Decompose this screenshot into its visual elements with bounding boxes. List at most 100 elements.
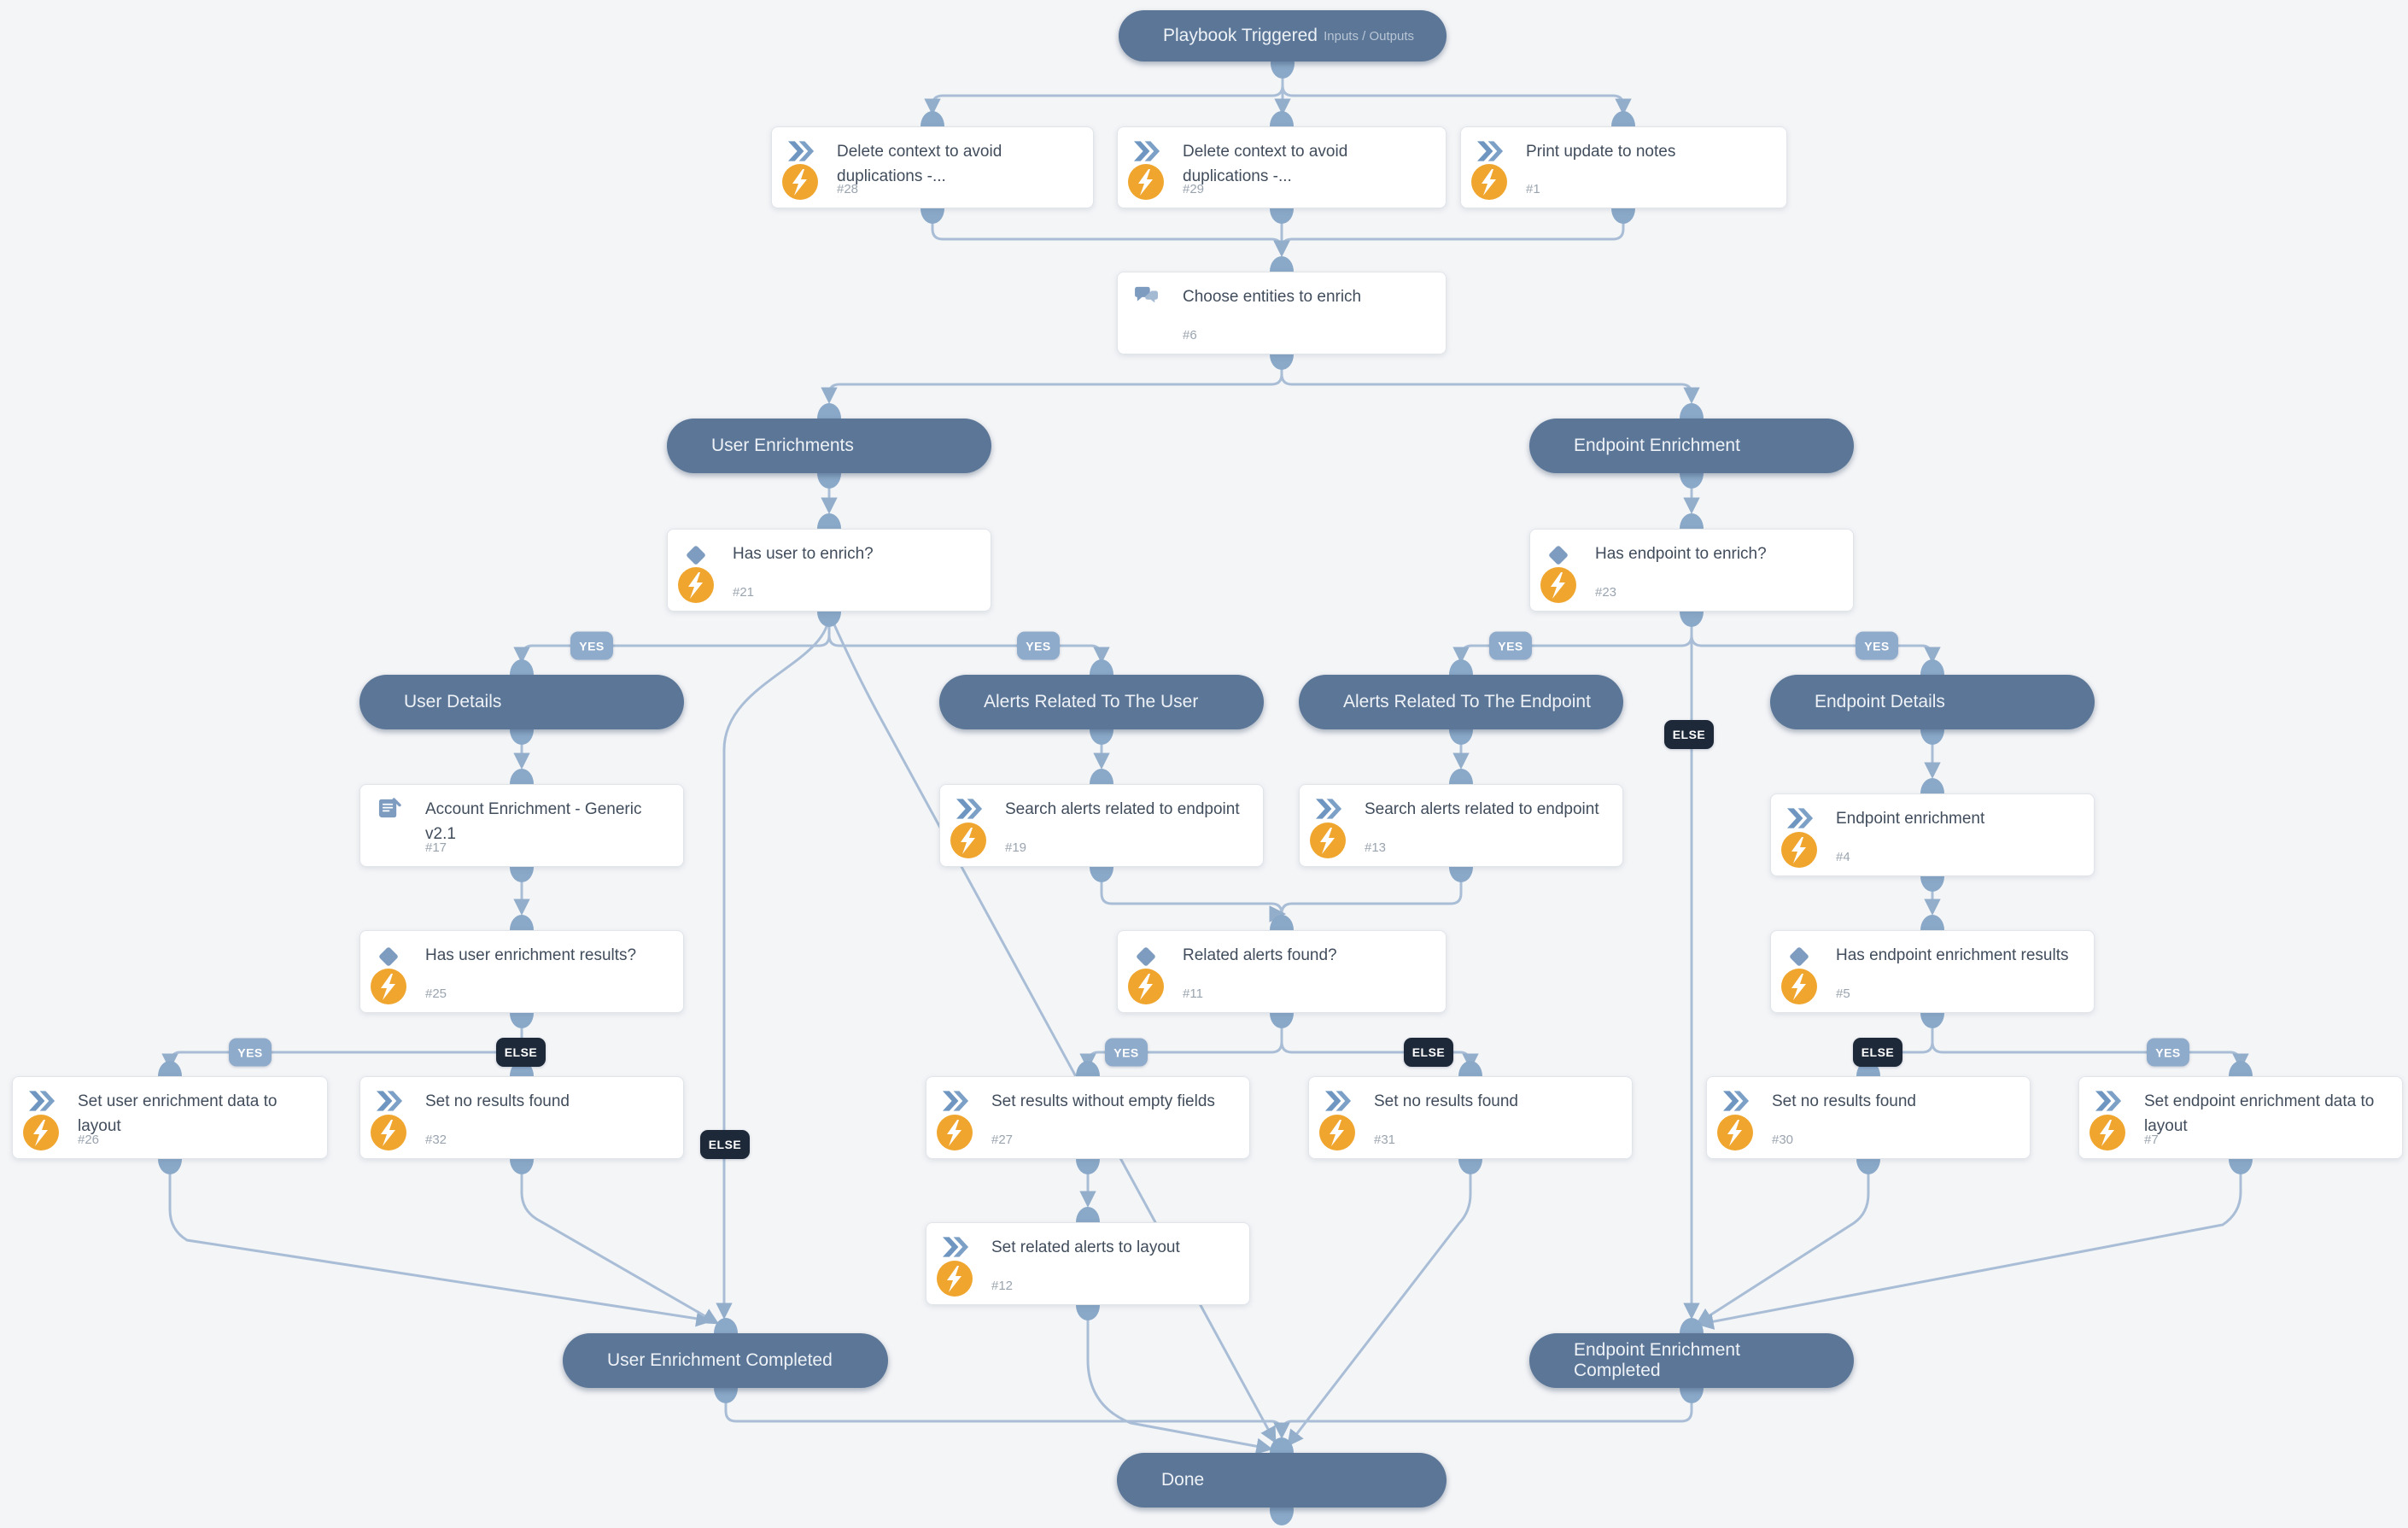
task-26[interactable]: Set user enrichment data to layout#26: [12, 1076, 328, 1159]
section-user-details[interactable]: User Details: [359, 675, 684, 729]
quiet-mode-bolt-icon: [1781, 832, 1817, 868]
task-28[interactable]: Delete context to avoid duplications -..…: [771, 126, 1094, 208]
task-id: #5: [1836, 986, 1850, 1001]
quiet-mode-bolt-icon: [950, 823, 986, 858]
task-12[interactable]: Set related alerts to layout #12: [926, 1222, 1250, 1305]
task-title: Set related alerts to layout: [991, 1238, 1180, 1256]
task-title: Has endpoint enrichment results: [1836, 946, 2069, 964]
task-title: Set no results found: [1374, 1092, 1518, 1110]
section-user-enrichment-completed[interactable]: User Enrichment Completed: [563, 1333, 888, 1388]
edge: [1280, 356, 1700, 404]
quiet-mode-bolt-icon: [1471, 164, 1507, 200]
quiet-mode-bolt-icon: [1319, 1115, 1355, 1150]
task-id: #32: [425, 1133, 447, 1147]
task-title: Print update to notes: [1526, 143, 1676, 161]
section-title: Endpoint Enrichment: [1574, 436, 1740, 455]
quiet-mode-bolt-icon: [1128, 969, 1164, 1004]
edge: [1452, 613, 1693, 664]
automation-icon: [1324, 1090, 1353, 1115]
edge: [1695, 1161, 1870, 1325]
condition-icon: [1133, 944, 1161, 969]
task-id: #17: [425, 840, 447, 855]
section-title: Done: [1161, 1470, 1205, 1490]
task-title: Search alerts related to endpoint: [1365, 800, 1599, 818]
edge: [161, 1015, 523, 1070]
condition-11[interactable]: Related alerts found?#11: [1117, 930, 1447, 1013]
section-title: Alerts Related To The User: [984, 692, 1199, 711]
task-30[interactable]: Set no results found#30: [1706, 1076, 2031, 1159]
task-id: #4: [1836, 850, 1850, 864]
inputs-outputs-link[interactable]: Inputs / Outputs: [1324, 28, 1414, 44]
section-user-enrichments[interactable]: User Enrichments: [667, 419, 991, 473]
automation-icon: [28, 1090, 56, 1115]
task-32[interactable]: Set no results found#32: [359, 1076, 684, 1159]
communication-icon: [1133, 285, 1161, 311]
section-alerts-related-to-the-endpoint[interactable]: Alerts Related To The Endpoint: [1299, 675, 1623, 729]
task-7[interactable]: Set endpoint enrichment data to layout#7: [2078, 1076, 2403, 1159]
edge: [1690, 613, 1941, 664]
condition-icon: [376, 944, 404, 969]
section-done[interactable]: Done: [1117, 1453, 1447, 1508]
section-title: Endpoint Enrichment Completed: [1574, 1340, 1740, 1380]
edge: [716, 612, 831, 1320]
task-4[interactable]: Endpoint enrichment#4: [1770, 793, 2095, 876]
task-19[interactable]: Search alerts related to endpoint#19: [939, 784, 1264, 867]
task-id: #26: [78, 1133, 100, 1147]
quiet-mode-bolt-icon: [371, 1115, 406, 1150]
task-29[interactable]: Delete context to avoid duplications -..…: [1117, 126, 1447, 208]
playbook-icon: [376, 798, 404, 823]
automation-icon: [1476, 140, 1505, 166]
task-6[interactable]: Choose entities to enrich#6: [1117, 272, 1447, 354]
edge: [724, 1390, 1290, 1439]
task-13[interactable]: Search alerts related to endpoint #13: [1299, 784, 1623, 867]
task-1[interactable]: Print update to notes#1: [1460, 126, 1787, 208]
section-alerts-related-to-the-user[interactable]: Alerts Related To The User: [939, 675, 1264, 729]
edge: [520, 1161, 720, 1325]
section-title: User Details: [404, 692, 502, 711]
quiet-mode-bolt-icon: [937, 1115, 973, 1150]
condition-icon: [1546, 542, 1574, 568]
quiet-mode-bolt-icon: [782, 164, 818, 200]
automation-icon: [1786, 807, 1815, 833]
edge: [1280, 1015, 1479, 1070]
section-endpoint-enrichment-completed[interactable]: Endpoint Enrichment Completed: [1529, 1333, 1854, 1388]
quiet-mode-bolt-icon: [1717, 1115, 1753, 1150]
task-title: Search alerts related to endpoint: [1005, 800, 1240, 818]
edge: [1273, 869, 1463, 918]
task-id: #23: [1595, 585, 1617, 600]
task-31[interactable]: Set no results found#31: [1308, 1076, 1633, 1159]
task-title: Account Enrichment - Generic v2.1: [425, 800, 642, 843]
automation-icon: [376, 1090, 404, 1115]
section-endpoint-details[interactable]: Endpoint Details: [1770, 675, 2095, 729]
section-title: Alerts Related To The Endpoint: [1343, 692, 1591, 711]
section-endpoint-enrichment[interactable]: Endpoint Enrichment: [1529, 419, 1854, 473]
automation-icon: [787, 140, 815, 166]
condition-icon: [683, 542, 711, 568]
edge: [1931, 1015, 2249, 1070]
quiet-mode-bolt-icon: [23, 1115, 59, 1150]
task-id: #12: [991, 1279, 1014, 1293]
quiet-mode-bolt-icon: [1781, 969, 1817, 1004]
condition-21[interactable]: Has user to enrich?#21: [667, 529, 991, 612]
task-17[interactable]: Account Enrichment - Generic v2.1#17: [359, 784, 684, 867]
edge: [1860, 1015, 1934, 1070]
condition-25[interactable]: Has user enrichment results?#25: [359, 930, 684, 1013]
quiet-mode-bolt-icon: [371, 969, 406, 1004]
condition-23[interactable]: Has endpoint to enrich?#23: [1529, 529, 1854, 612]
edge: [821, 356, 1283, 404]
task-27[interactable]: Set results without empty fields #27: [926, 1076, 1250, 1159]
task-id: #27: [991, 1133, 1014, 1147]
quiet-mode-bolt-icon: [1310, 823, 1346, 858]
edge: [1273, 210, 1625, 257]
task-id: #13: [1365, 840, 1387, 855]
quiet-mode-bolt-icon: [1540, 567, 1576, 603]
task-id: #25: [425, 986, 447, 1001]
automation-icon: [1315, 798, 1343, 823]
condition-5[interactable]: Has endpoint enrichment results #5: [1770, 930, 2095, 1013]
edge: [1287, 1161, 1472, 1447]
condition-icon: [1786, 944, 1815, 969]
task-title: Set results without empty fields: [991, 1092, 1215, 1110]
